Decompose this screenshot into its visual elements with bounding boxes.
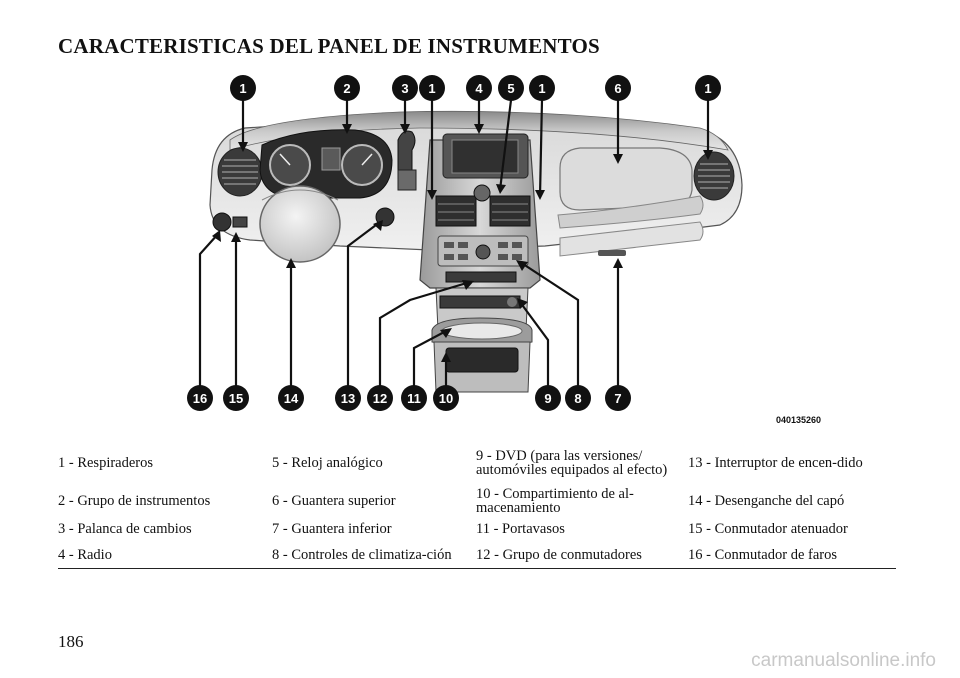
callout-14-hood-release: 14	[278, 385, 304, 411]
svg-text:1: 1	[239, 81, 246, 96]
page-number: 186	[58, 632, 84, 651]
legend-item: 11 - Portavasos	[476, 521, 565, 537]
legend-item: 16 - Conmutador de faros	[688, 547, 837, 563]
legend-item: 13 - Interruptor de encen-dido	[688, 455, 863, 471]
callout-16-headlight-switch: 16	[187, 385, 213, 411]
svg-text:14: 14	[284, 391, 299, 406]
legend-item: 4 - Radio	[58, 547, 112, 563]
callout-1-left-vent: 1	[230, 75, 256, 101]
legend-item: 1 - Respiraderos	[58, 455, 154, 471]
callout-7-lower-glovebox: 7	[605, 385, 631, 411]
legend-item: 7 - Guantera inferior	[272, 521, 392, 537]
callout-9-dvd: 9	[535, 385, 561, 411]
legend-row: 3 - Palanca de cambios 7 - Guantera infe…	[58, 516, 896, 542]
svg-text:1: 1	[428, 81, 435, 96]
callout-5-clock: 5	[498, 75, 524, 101]
legend-item: 5 - Reloj analógico	[272, 455, 383, 471]
svg-text:8: 8	[574, 391, 581, 406]
svg-text:11: 11	[407, 391, 421, 406]
callout-4-radio: 4	[466, 75, 492, 101]
legend-divider	[58, 568, 896, 569]
svg-text:4: 4	[475, 81, 483, 96]
svg-text:9: 9	[544, 391, 551, 406]
svg-text:16: 16	[193, 391, 207, 406]
callout-10-storage-bin: 10	[433, 385, 459, 411]
callout-3-gear-lever: 3	[392, 75, 418, 101]
svg-text:15: 15	[229, 391, 243, 406]
svg-text:10: 10	[439, 391, 453, 406]
legend-table: 1 - Respiraderos 5 - Reloj analógico 9 -…	[58, 440, 896, 568]
callout-11-cupholder: 11	[401, 385, 427, 411]
legend-item: 8 - Controles de climatiza-ción	[272, 547, 452, 563]
svg-text:12: 12	[373, 391, 387, 406]
legend-item: 2 - Grupo de instrumentos	[58, 493, 211, 509]
svg-text:1: 1	[538, 81, 545, 96]
legend-item: 6 - Guantera superior	[272, 493, 396, 509]
callout-12-switch-bank: 12	[367, 385, 393, 411]
svg-text:2: 2	[343, 81, 350, 96]
callout-15-dimmer-switch: 15	[223, 385, 249, 411]
watermark: carmanualsonline.info	[751, 650, 936, 671]
svg-text:13: 13	[341, 391, 355, 406]
svg-text:3: 3	[401, 81, 408, 96]
legend-item: 14 - Desenganche del capó	[688, 493, 845, 509]
legend-item: 10 - Compartimiento de al-macenamiento	[476, 486, 634, 516]
legend-item: 3 - Palanca de cambios	[58, 521, 192, 537]
svg-text:6: 6	[614, 81, 621, 96]
legend-row: 2 - Grupo de instrumentos 6 - Guantera s…	[58, 486, 896, 516]
legend-item: 12 - Grupo de conmutadores	[476, 547, 642, 563]
callout-8-climate-controls: 8	[565, 385, 591, 411]
callout-1-right-vent: 1	[695, 75, 721, 101]
page-title: CARACTERISTICAS DEL PANEL DE INSTRUMENTO…	[58, 34, 600, 58]
callout-2-instrument-cluster: 2	[334, 75, 360, 101]
legend-row: 1 - Respiraderos 5 - Reloj analógico 9 -…	[58, 440, 896, 486]
svg-text:1: 1	[704, 81, 711, 96]
callout-6-upper-glovebox: 6	[605, 75, 631, 101]
callout-1-center-right-vent: 1	[529, 75, 555, 101]
callout-1-center-left-vent: 1	[419, 75, 445, 101]
legend-row: 4 - Radio 8 - Controles de climatiza-ció…	[58, 542, 896, 568]
legend-item: 15 - Conmutador atenuador	[688, 521, 848, 537]
svg-text:5: 5	[507, 81, 514, 96]
svg-text:7: 7	[614, 391, 621, 406]
callout-13-ignition-switch: 13	[335, 385, 361, 411]
figure-code: 040135260	[776, 415, 822, 425]
dashboard-illustration: 1 2 3 1 4 5 1 6 1 16 15 14 13 12 11 10 9…	[187, 75, 743, 411]
legend-item: 9 - DVD (para las versiones/ automóviles…	[476, 448, 668, 478]
